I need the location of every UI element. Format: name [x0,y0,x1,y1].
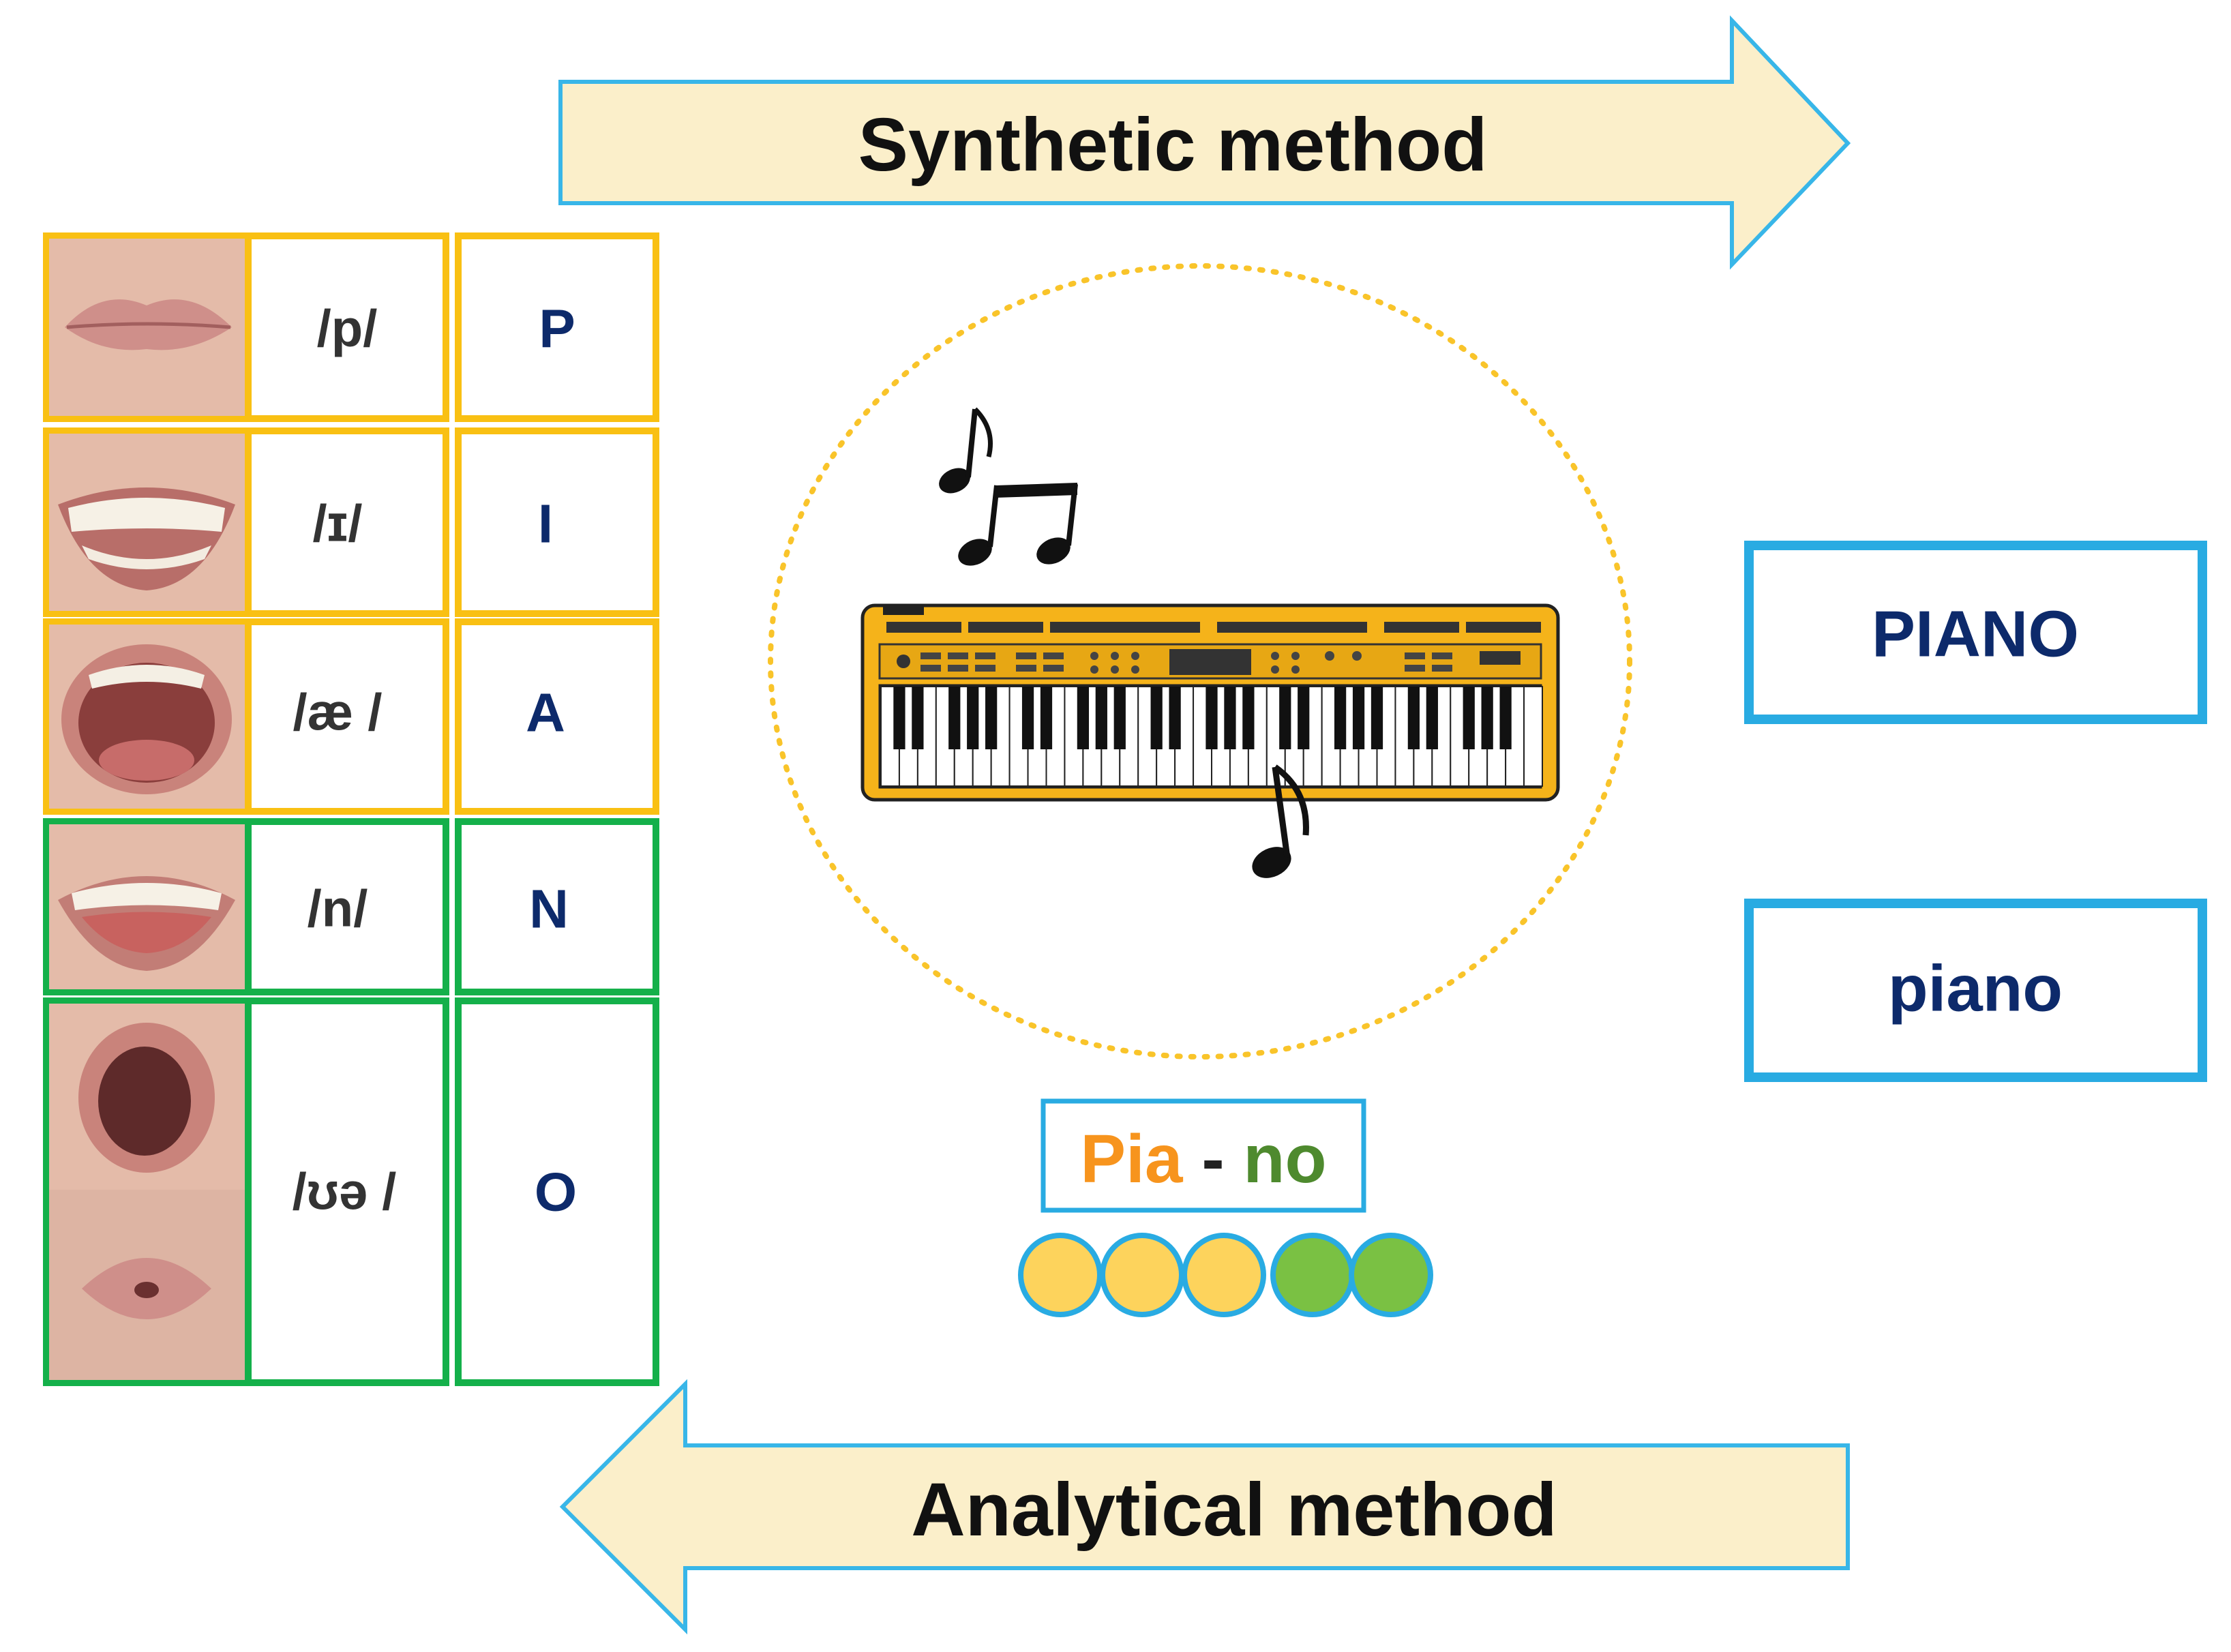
mouth-closed-lips-icon [49,239,245,416]
black-key [1095,687,1107,749]
letter-text: O [535,1162,577,1222]
keyboard-icon [860,603,1560,802]
table-row: /p/ P [43,232,659,422]
black-key [1426,687,1438,749]
black-key [1334,687,1347,749]
black-key [893,687,905,749]
black-key [1150,687,1163,749]
black-key [1481,687,1493,749]
word-box-upper: PIANO [1744,541,2207,724]
black-key [1224,687,1236,749]
letter-text: P [539,299,575,359]
sound-dot [1100,1233,1184,1317]
black-key [985,687,998,749]
sound-dot [1018,1233,1103,1317]
table-row: /ɪ/ I [43,427,659,617]
eighth-note-icon [1252,764,1309,878]
letter-text: N [529,879,569,940]
black-key [1463,687,1475,749]
sound-dot [1270,1233,1355,1317]
letter-text: I [538,494,553,554]
black-key [1040,687,1053,749]
svg-text:Pia - no: Pia - no [1080,1121,1326,1197]
black-key [1021,687,1034,749]
sound-dots [1018,1233,1433,1317]
black-key [1279,687,1291,749]
sound-dot [1182,1233,1266,1317]
black-key [1206,687,1218,749]
word-box-lower: piano [1744,899,2207,1082]
white-key [1523,686,1544,787]
syllable-second: no [1243,1121,1326,1197]
black-key [1169,687,1181,749]
mouth-round-then-pucker-icon [49,1004,245,1380]
instrument-circle [768,263,1632,1060]
black-key [1242,687,1255,749]
black-key [1113,687,1126,749]
syllable-separator: - [1183,1121,1244,1197]
sound-dot [1349,1233,1433,1317]
phoneme-text: /æ / [293,684,383,742]
black-key [967,687,979,749]
black-key [948,687,961,749]
analytical-method-label: Analytical method [911,1468,1557,1552]
black-key [1298,687,1310,749]
black-key [1499,687,1512,749]
syllable-box: Pia - no [1040,1098,1366,1213]
table-row: /n/ N [43,818,659,995]
synthetic-method-arrow: Synthetic method [558,15,1851,270]
phoneme-text: /n/ [308,880,368,938]
word-upper-text: PIANO [1872,598,2079,671]
analytical-method-arrow: Analytical method [559,1379,1850,1635]
phoneme-text: /ɪ/ [312,495,362,553]
black-key [1077,687,1090,749]
black-key [1371,687,1383,749]
black-key [1352,687,1365,749]
synthetic-method-label: Synthetic method [858,103,1488,187]
mouth-open-icon [49,625,245,809]
black-key [1407,687,1420,749]
mouth-teeth-tongue-icon [49,824,245,989]
beamed-notes-icon [939,407,1078,566]
word-lower-text: piano [1888,952,2063,1025]
letter-text: A [526,682,565,743]
table-row: /ʊə / O [43,997,659,1386]
phoneme-text: /ʊə / [293,1163,397,1221]
table-row: /æ / A [43,618,659,815]
phoneme-table: /p/ P /ɪ/ I [43,232,659,1386]
syllable-first: Pia [1080,1121,1183,1197]
mouth-wide-smile-icon [49,434,245,611]
black-key [912,687,924,749]
phoneme-text: /p/ [317,300,378,358]
